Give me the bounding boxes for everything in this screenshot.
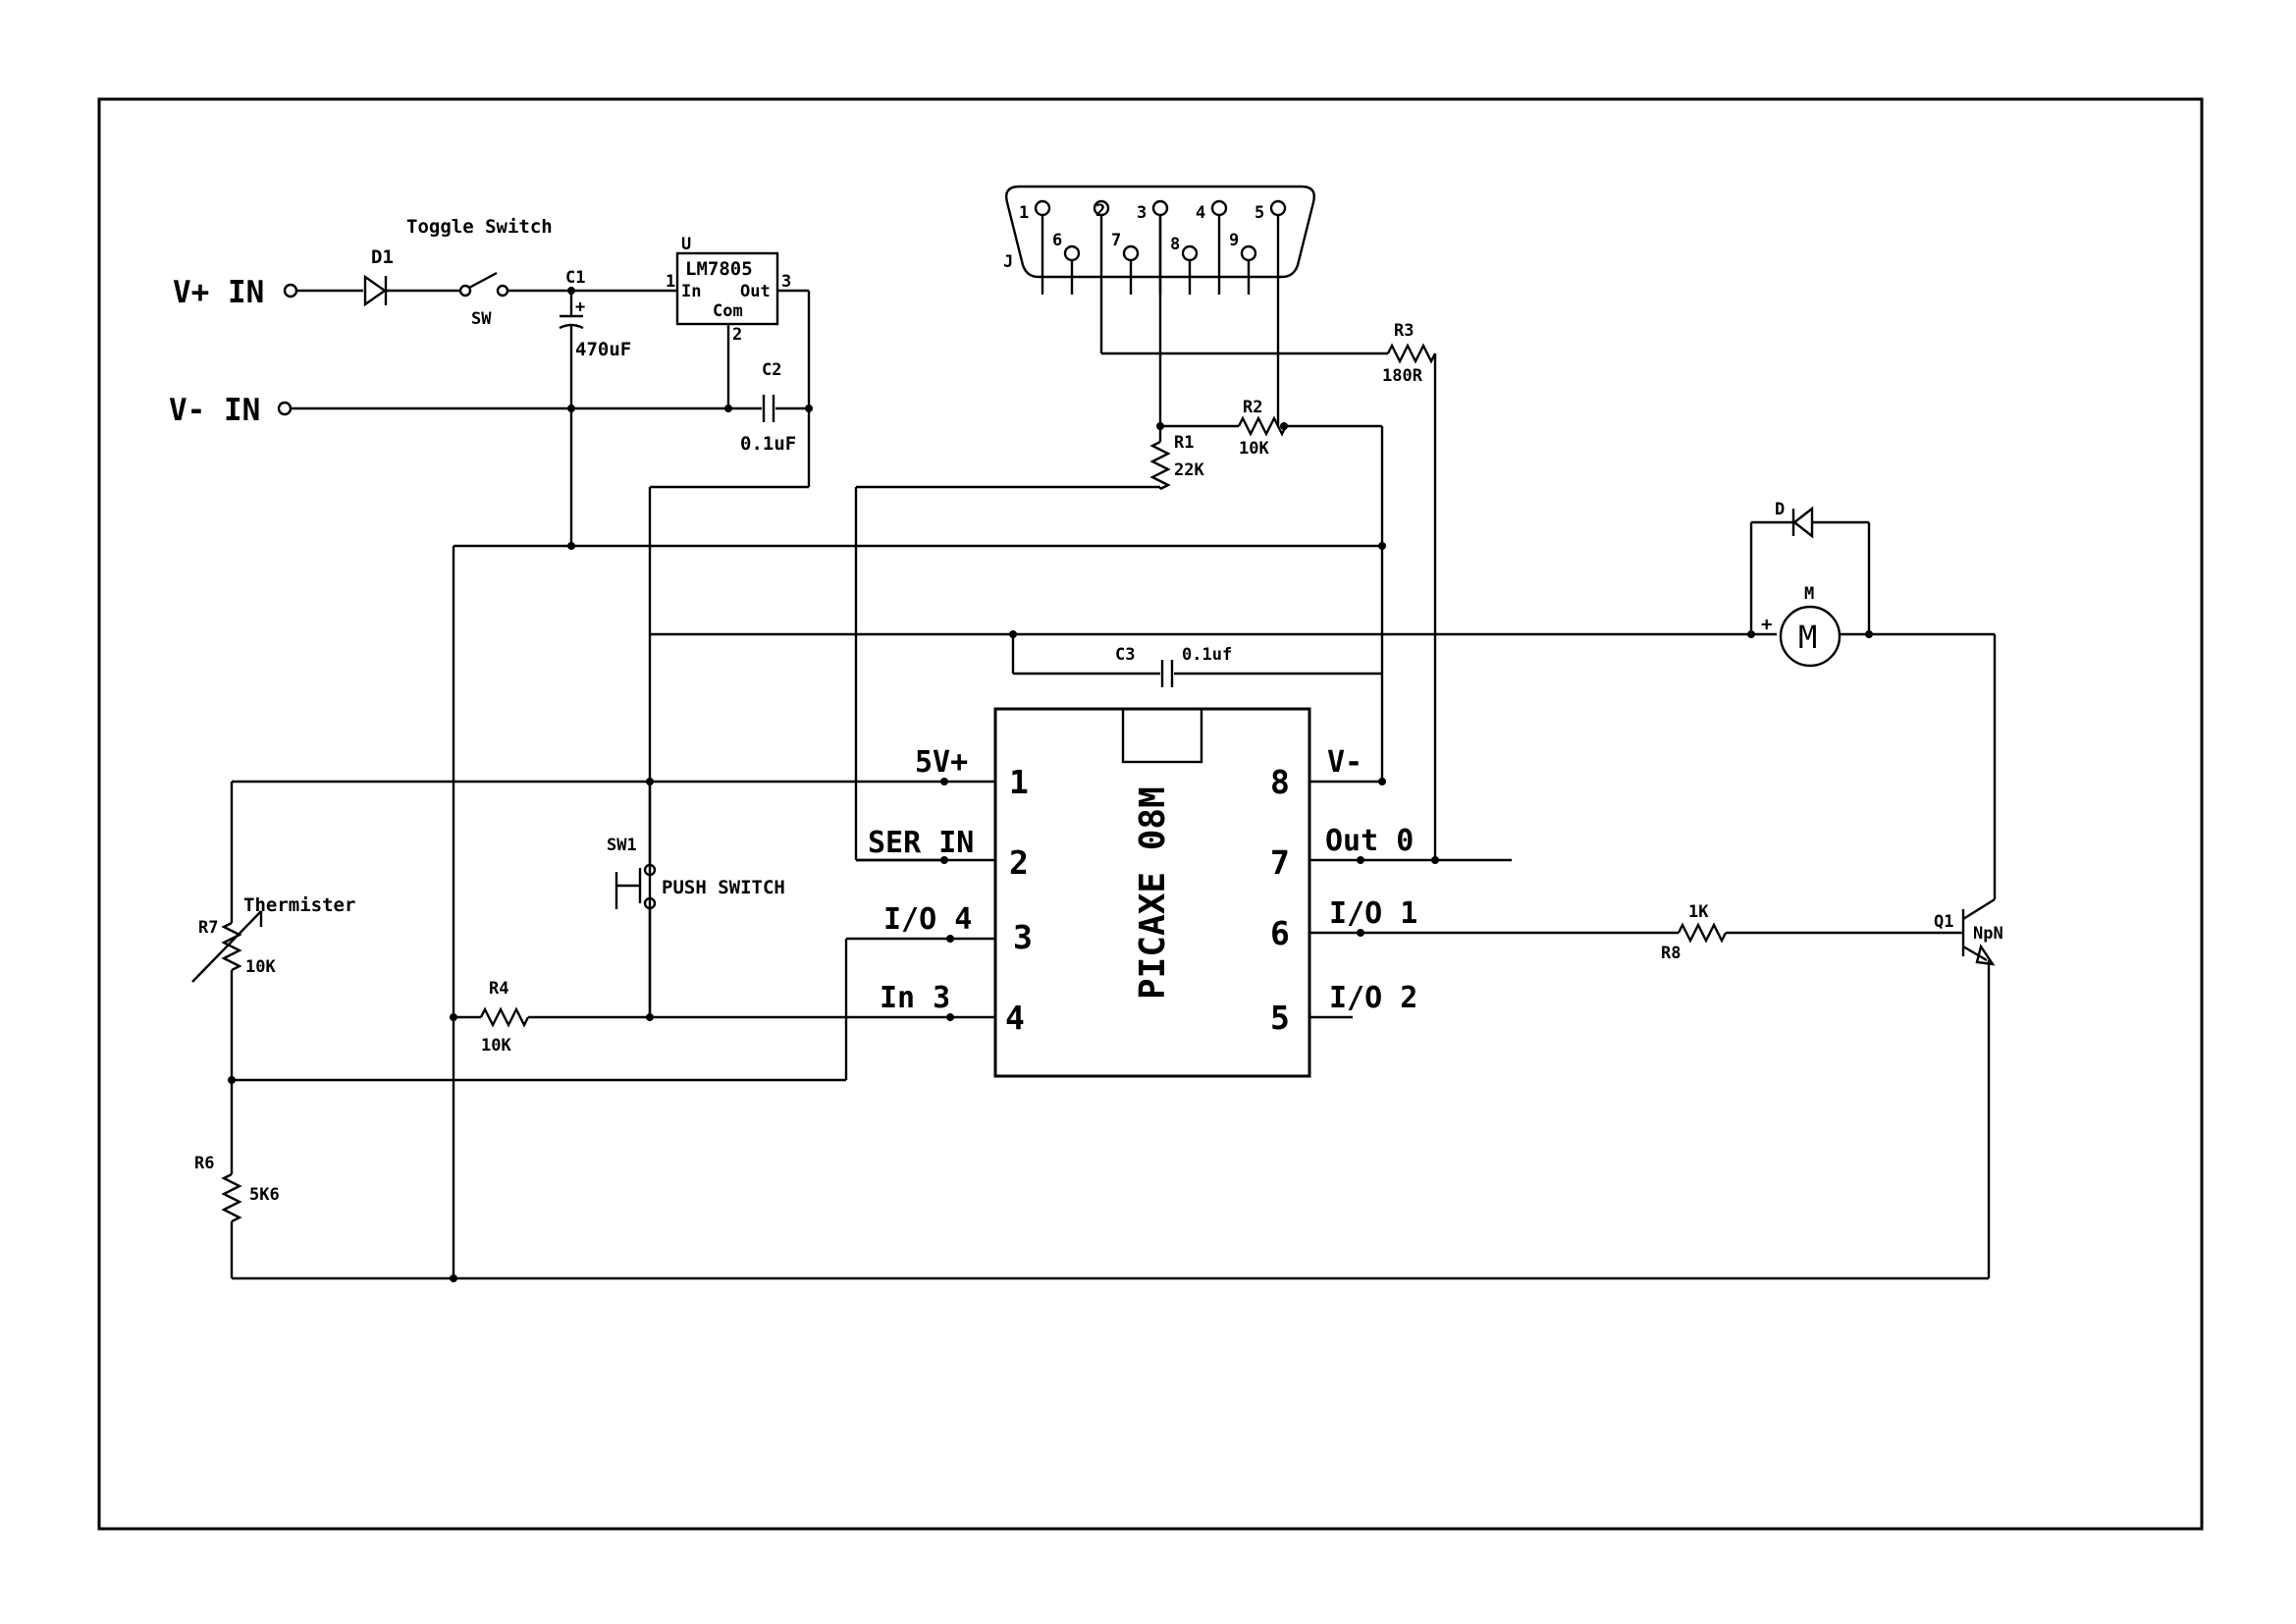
pin-label-io4: I/O 4 xyxy=(883,902,972,937)
pin-num-1: 1 xyxy=(1009,763,1029,801)
pin-label-io2: I/O 2 xyxy=(1329,981,1417,1015)
db9-pin-4: 4 xyxy=(1196,203,1205,223)
q1-type: NpN xyxy=(1973,924,2003,944)
motor-diode-symbol xyxy=(1792,506,1814,539)
vminus-in-label: V- IN xyxy=(169,393,260,428)
r8-resistor-symbol xyxy=(1677,922,1728,944)
r1-resistor-symbol xyxy=(1149,440,1171,491)
db9-pin-6: 6 xyxy=(1052,231,1062,250)
sw1-label: PUSH SWITCH xyxy=(662,877,785,898)
r3-value: 180R xyxy=(1382,366,1423,386)
r4-ref: R4 xyxy=(489,979,508,999)
d1-diode-symbol xyxy=(363,274,388,307)
power-input-section: V+ IN D1 Toggle Switch SW C1 + 470uF xyxy=(169,216,1382,1017)
r1-value: 22K xyxy=(1174,460,1204,480)
motor-section xyxy=(1747,506,1997,899)
r8-ref: R8 xyxy=(1661,944,1681,963)
thermistor-divider xyxy=(191,546,1989,1282)
c2-capacitor-symbol xyxy=(762,395,775,422)
motor-symbol xyxy=(1779,605,1842,668)
driver-section xyxy=(1677,897,1996,1278)
r7-value: 10K xyxy=(245,957,276,977)
r2-value: 10K xyxy=(1239,439,1269,459)
regulator-num-com: 2 xyxy=(732,325,742,345)
r3-ref: R3 xyxy=(1394,321,1414,341)
r2-ref: R2 xyxy=(1243,398,1262,417)
pin-label-5v: 5V+ xyxy=(915,745,968,780)
pin-label-io1: I/O 1 xyxy=(1329,896,1417,931)
pin-num-2: 2 xyxy=(1009,843,1029,882)
pin-label-in3: In 3 xyxy=(880,981,950,1015)
db9-pin-7: 7 xyxy=(1111,231,1121,250)
db9-pin-2: 2 xyxy=(1095,201,1105,221)
db9-pin-3: 3 xyxy=(1137,203,1147,223)
c3-value: 0.1uf xyxy=(1182,645,1232,665)
r6-value: 5K6 xyxy=(249,1185,280,1205)
r4-resistor-symbol xyxy=(479,1006,530,1028)
pin-num-7: 7 xyxy=(1270,843,1290,882)
db9-pin-5: 5 xyxy=(1255,203,1264,223)
pin-label-ser-in: SER IN xyxy=(868,826,974,860)
regulator-num-in: 1 xyxy=(666,272,675,292)
d1-ref: D1 xyxy=(371,246,394,268)
c2-value: 0.1uF xyxy=(740,433,796,455)
pin-label-vminus: V- xyxy=(1327,745,1362,780)
chip-left-leads xyxy=(650,778,995,1021)
r2-resistor-symbol xyxy=(1237,415,1288,437)
connector-ref: J xyxy=(1003,252,1013,272)
chip-name: PICAXE 08M xyxy=(1133,786,1173,1000)
c1-polarity: + xyxy=(575,298,585,317)
c2-ref: C2 xyxy=(762,360,781,380)
motor-ref: M xyxy=(1804,584,1814,604)
r1-ref: R1 xyxy=(1174,433,1194,453)
picaxe-chip xyxy=(993,707,1311,1078)
motor-diode-ref: D xyxy=(1775,500,1785,519)
regulator-num-out: 3 xyxy=(781,272,791,292)
regulator-part: LM7805 xyxy=(685,258,753,280)
r8-value: 1K xyxy=(1688,902,1709,922)
vplus-in-label: V+ IN xyxy=(173,275,264,310)
chip-right-leads xyxy=(1309,780,1679,1019)
r7-ref: R7 xyxy=(198,918,218,938)
c1-capacitor-symbol xyxy=(559,314,584,330)
toggle-switch-ref: SW xyxy=(471,309,492,329)
regulator-pin-in: In xyxy=(681,282,701,301)
r4-value: 10K xyxy=(481,1036,511,1056)
c1-value: 470uF xyxy=(575,339,631,360)
r3-resistor-symbol xyxy=(1386,343,1437,364)
db9-pin-1: 1 xyxy=(1019,203,1029,223)
r7-thermistor-symbol xyxy=(221,921,242,972)
sw1-ref: SW1 xyxy=(607,836,637,855)
regulator-pin-out: Out xyxy=(740,282,771,301)
r7-name: Thermister xyxy=(243,894,355,916)
db9-pin-9: 9 xyxy=(1229,231,1239,250)
pin-num-6: 6 xyxy=(1270,914,1290,952)
pin-label-out0: Out 0 xyxy=(1325,824,1414,858)
motor-symbol-letter: M xyxy=(1798,619,1817,656)
decoupling-section xyxy=(650,542,1751,785)
toggle-switch-title: Toggle Switch xyxy=(406,216,553,238)
c3-ref: C3 xyxy=(1115,645,1135,665)
pin-num-5: 5 xyxy=(1270,999,1290,1037)
db9-pin-8: 8 xyxy=(1170,235,1180,254)
q1-ref: Q1 xyxy=(1934,912,1953,932)
c1-ref: C1 xyxy=(565,268,585,288)
regulator-pin-com: Com xyxy=(713,301,743,321)
pin-num-4: 4 xyxy=(1005,999,1025,1037)
r6-ref: R6 xyxy=(194,1154,214,1173)
toggle-switch-symbol xyxy=(458,271,509,298)
motor-plus: + xyxy=(1761,614,1772,635)
vplus-terminal xyxy=(283,283,298,298)
push-switch-section xyxy=(450,778,657,1028)
pin-num-8: 8 xyxy=(1270,763,1290,801)
regulator-ref: U xyxy=(681,235,691,254)
chip-notch xyxy=(1121,707,1203,764)
pin-num-3: 3 xyxy=(1013,918,1033,956)
r6-resistor-symbol xyxy=(221,1172,242,1223)
vminus-terminal xyxy=(277,401,293,416)
drawing-frame xyxy=(97,97,2204,1531)
